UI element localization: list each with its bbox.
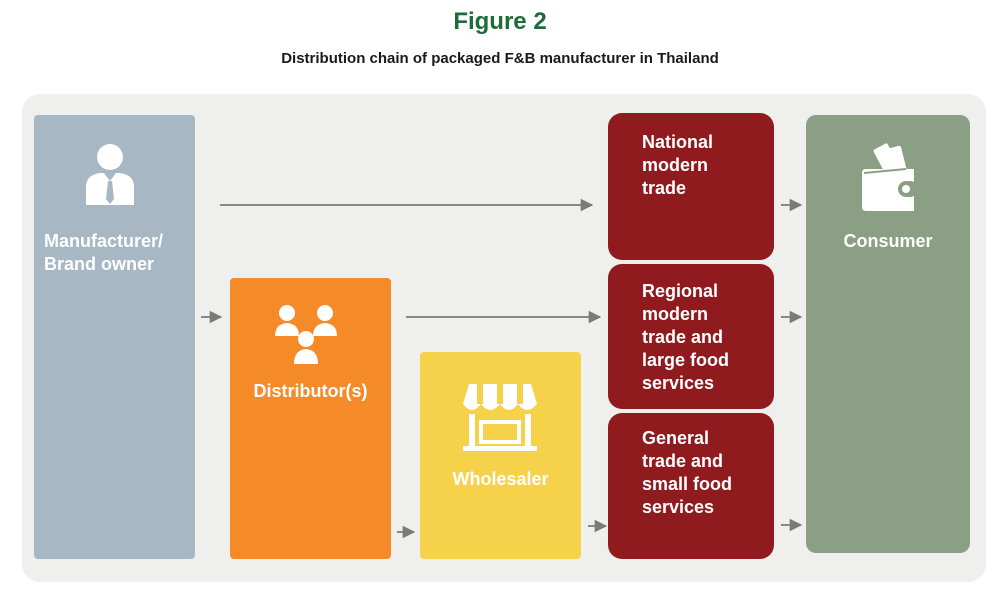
- channel-label: National modern trade: [642, 132, 714, 198]
- channel-general-trade: General trade and small food services: [608, 413, 774, 559]
- wholesaler-box: Wholesaler: [420, 352, 581, 559]
- channel-regional-modern-trade: Regional modern trade and large food ser…: [608, 264, 774, 409]
- consumer-box: Consumer: [806, 115, 970, 553]
- wholesaler-label: Wholesaler: [452, 469, 549, 489]
- channel-national-modern-trade: National modern trade: [608, 113, 774, 260]
- wallet-icon: [862, 143, 918, 211]
- figure-label: Figure 2: [453, 8, 547, 35]
- group-icon: [275, 305, 337, 364]
- figure-title: Distribution chain of packaged F&B manuf…: [281, 50, 719, 67]
- person-icon: [86, 144, 134, 205]
- manufacturer-box: Manufacturer/ Brand owner: [34, 115, 195, 559]
- shop-icon: [463, 384, 537, 451]
- distributor-label: Distributor(s): [253, 381, 368, 401]
- manufacturer-label: Manufacturer/ Brand owner: [44, 231, 164, 274]
- channel-label: Regional modern trade and large food ser…: [642, 281, 730, 393]
- distributor-box: Distributor(s): [230, 278, 391, 559]
- consumer-label: Consumer: [843, 231, 933, 251]
- channel-label: General trade and small food services: [642, 428, 733, 517]
